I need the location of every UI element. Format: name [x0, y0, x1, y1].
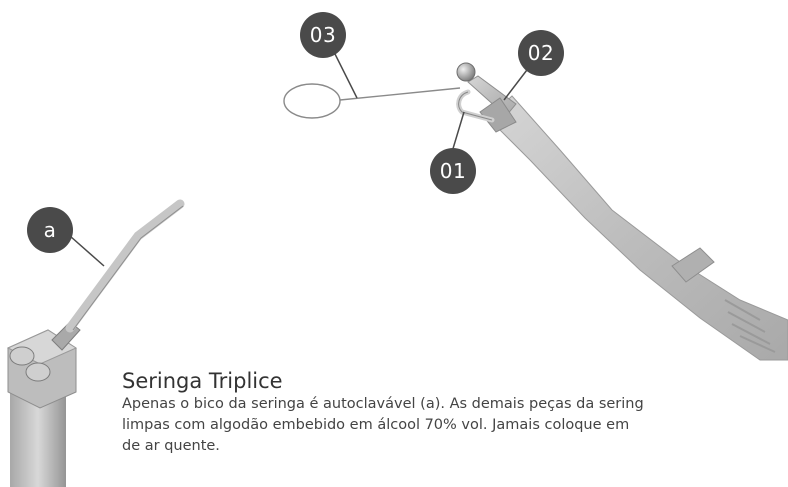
leader-02 — [503, 65, 531, 101]
handpiece-illustration — [283, 51, 788, 361]
syringe-button-1 — [9, 346, 35, 366]
syringe-handle — [10, 380, 66, 487]
handpiece-grip-lines — [724, 299, 776, 353]
caption-line-1: Apenas o bico da seringa é autoclavável … — [122, 396, 644, 412]
wire-loop — [283, 83, 341, 119]
handpiece-head — [479, 97, 517, 133]
handpiece-ring — [671, 247, 715, 283]
leader-03 — [333, 51, 358, 99]
caption-block: Seringa Triplice Apenas o bico da sering… — [122, 368, 788, 457]
handpiece-body — [487, 95, 788, 361]
leader-01 — [451, 111, 465, 153]
leader-a — [69, 235, 105, 267]
handpiece-ball — [456, 62, 476, 82]
syringe-nozzle — [65, 199, 185, 333]
syringe-illustration — [6, 199, 185, 487]
wire-loop-cable — [339, 87, 461, 101]
callout-badge-03: 03 — [300, 12, 346, 58]
caption-line-2: limpas com algodão embebido em álcool 70… — [122, 417, 630, 433]
caption-line-3: de ar quente. — [122, 438, 220, 454]
callout-badge-a: a — [27, 207, 73, 253]
syringe-button-2 — [25, 362, 51, 382]
callout-badge-02: 02 — [518, 30, 564, 76]
callout-badge-01: 01 — [430, 148, 476, 194]
caption-title: Seringa Triplice — [122, 369, 283, 393]
